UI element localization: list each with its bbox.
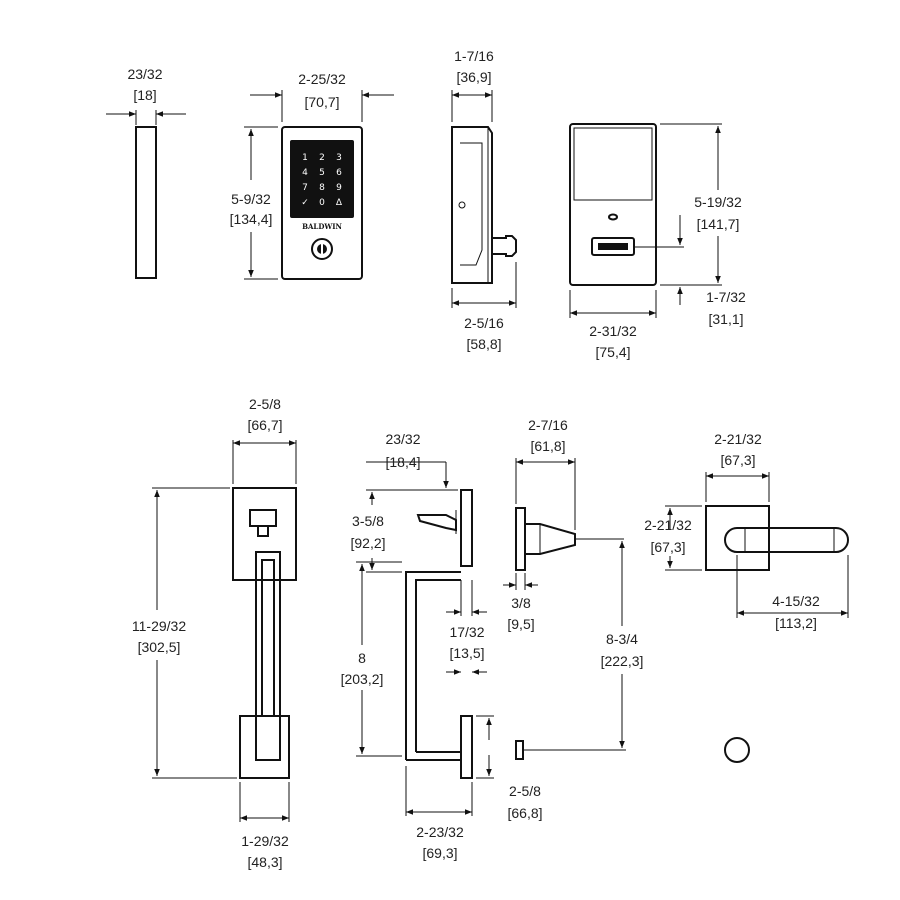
side-housing [451,126,493,284]
battery-cover [573,127,653,201]
dim-handle-top-width-imperial: 2-5/8 [249,396,281,412]
dim-grip-offset-imperial: 17/32 [449,624,484,640]
keypad-key-grid: 1 2 3 4 5 6 7 8 9 ✓ 0 Δ [301,153,343,208]
dim-lever-rose-width-imperial: 2-21/32 [714,431,762,447]
dim-handle-top-width-metric: [66,7] [247,417,282,433]
dim-handle-bottom-width-metric: [48,3] [247,854,282,870]
brand-logo: BALDWIN [302,222,342,231]
thickness-plate [135,126,157,279]
handle-top-rose [232,487,297,581]
dim-rose-thickness-imperial: 3/8 [511,595,531,611]
side-grip-outer [405,571,461,760]
dim-side-depth-metric: [36,9] [456,69,491,85]
side-grip-bottom [406,751,461,761]
dim-bottom-rose-metric: [66,8] [507,805,542,821]
side-grip-inner [415,579,461,752]
dim-lever-rose-height-imperial: 2-21/32 [644,517,692,533]
thumb-piece [249,509,277,527]
handle-bottom-rose [239,715,290,779]
keypad-key: 2 [319,153,325,163]
lever-front-view: 2-21/32 [67,3] 2-21/32 [67,3] 4-15/32 [1… [644,431,849,763]
dim-thumb-height-metric: [92,2] [350,535,385,551]
dim-thickness-metric: [18] [133,87,156,103]
side-top-rose [460,489,473,567]
side-tailpiece [492,235,517,257]
dim-grip-length-imperial: 8 [358,650,366,666]
dim-grip-length-metric: [203,2] [341,671,384,687]
dim-handle-height-imperial: 11-29/32 [132,618,186,634]
dim-lever-rose-width-metric: [67,3] [720,452,755,468]
keypad-key: ✓ [301,198,309,208]
dim-interior-height-imperial: 5-19/32 [694,194,742,210]
side-bottom-rose [460,715,473,779]
dim-handle-height-metric: [302,5] [138,639,181,655]
keypad-key: 1 [302,153,308,163]
dim-grip-projection-metric: [69,3] [422,845,457,861]
keypad-front-view: 1 2 3 4 5 6 7 8 9 ✓ 0 Δ BALDWIN 2-25/32 [70,7] 5-9/… [230,71,394,280]
deadbolt-side-stub [515,740,524,760]
dim-interior-width-metric: [75,4] [595,344,630,360]
dim-thumb-height-imperial: 3-5/8 [352,513,384,529]
interior-thumbturn-rose [724,737,750,763]
dim-lever-length-imperial: 4-15/32 [772,593,820,609]
dim-grip-offset-metric: [13,5] [449,645,484,661]
dim-bottom-rose-imperial: 2-5/8 [509,783,541,799]
program-button [608,213,618,221]
side-inner-outline [460,142,483,266]
side-thumb-lever [416,514,457,532]
keypad-housing [281,126,363,280]
thumbturn-grip [598,243,628,250]
dim-side-total-depth-metric: [58,8] [466,336,501,352]
lever-side-view: 2-7/16 [61,8] 3/8 [9,5] 8-3/4 [222,3] [503,417,644,760]
dim-lever-length-metric: [113,2] [775,615,817,631]
keyway-cylinder [311,238,333,260]
thickness-profile-view: 23/32 [18] [106,66,186,279]
keypad-key: 3 [336,153,342,163]
dim-handle-bottom-width-imperial: 1-29/32 [241,833,289,849]
dim-interior-width-imperial: 2-31/32 [589,323,637,339]
dim-spindle-distance-imperial: 8-3/4 [606,631,638,647]
keypad-key: 9 [336,183,342,193]
dim-side-total-depth-imperial: 2-5/16 [464,315,504,331]
dim-rose-thickness-metric: [9,5] [507,616,534,632]
dim-spindle-distance-metric: [222,3] [601,653,644,669]
dim-lever-depth-imperial: 2-7/16 [528,417,568,433]
dim-thickness-imperial: 23/32 [127,66,162,82]
dim-lever-depth-metric: [61,8] [530,438,565,454]
dim-interior-lower-offset-metric: [31,1] [708,311,743,327]
keypad-key: 6 [336,168,342,178]
handle-grip-bottom [255,715,281,761]
dim-keypad-height-imperial: 5-9/32 [231,191,271,207]
lever-side-body [524,523,576,555]
dim-thumb-thickness-imperial: 23/32 [385,431,420,447]
lever-side-rose [515,507,526,571]
dim-keypad-height-metric: [134,4] [230,211,273,227]
interior-housing [569,123,657,286]
dim-keypad-width-metric: [70,7] [304,94,339,110]
thumb-stem [257,525,269,537]
handleset-front-view: 2-5/8 [66,7] 11-29/32 [302,5] 1-29/32 [4… [132,396,297,870]
dim-interior-height-metric: [141,7] [697,216,740,232]
keyway-slot [321,244,323,254]
side-screw [458,201,466,209]
keypad-key: 5 [319,168,325,178]
keypad-key: 8 [319,183,325,193]
dim-lever-rose-height-metric: [67,3] [650,539,685,555]
dim-interior-lower-offset-imperial: 1-7/32 [706,289,746,305]
keypad-touchscreen [290,140,354,218]
interior-escutcheon-view: 5-19/32 [141,7] 1-7/32 [31,1] 2-31/32 [7… [569,123,746,360]
dim-thumb-thickness-metric: [18,4] [385,454,420,470]
keypad-key: Δ [336,198,343,208]
lever-handle [724,527,849,553]
dim-grip-projection-imperial: 2-23/32 [416,824,464,840]
dim-keypad-width-imperial: 2-25/32 [298,71,346,87]
keypad-key: 4 [302,168,308,178]
handleset-side-view: 23/32 [18,4] 3-5/8 [92,2] 8 [203,2] 17/3… [341,431,543,861]
keypad-key: 0 [319,198,325,208]
dim-side-depth-imperial: 1-7/16 [454,48,494,64]
keypad-key: 7 [302,183,308,193]
side-view: 1-7/16 [36,9] 2-5/16 [58,8] [451,48,517,352]
